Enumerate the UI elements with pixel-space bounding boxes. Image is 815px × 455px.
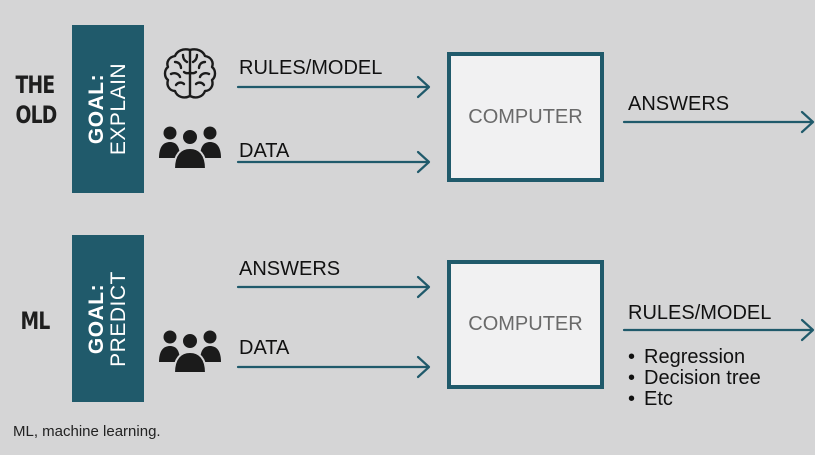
goal-value-explain: EXPLAIN <box>107 62 130 156</box>
brain-icon <box>163 48 217 99</box>
old-answers-arrow <box>622 110 815 134</box>
ml-rules-arrow <box>622 318 815 342</box>
people-icon <box>159 126 221 170</box>
goal-box-explain: GOAL: EXPLAIN <box>72 25 144 193</box>
label-answers-input: ANSWERS <box>239 258 341 280</box>
figure-caption: ML, machine learning. <box>13 423 161 440</box>
goal-box-predict: GOAL: PREDICT <box>72 235 144 402</box>
model-examples-list: Regression Decision tree Etc <box>626 347 761 410</box>
list-item: Regression <box>626 347 761 368</box>
computer-box-old: COMPUTER <box>447 52 604 182</box>
goal-heading: GOAL: <box>85 73 108 145</box>
goal-value-predict: PREDICT <box>107 270 130 367</box>
row-label-old-line2: OLD <box>15 101 58 129</box>
ml-data-arrow <box>236 355 431 379</box>
old-data-arrow <box>236 150 431 174</box>
computer-box-ml: COMPUTER <box>447 260 604 389</box>
people-icon <box>159 330 221 374</box>
label-rules-model: RULES/MODEL <box>239 57 383 79</box>
label-data: DATA <box>239 337 290 359</box>
list-item: Decision tree <box>626 368 761 389</box>
goal-text-explain: GOAL: EXPLAIN <box>85 62 130 156</box>
computer-label: COMPUTER <box>468 105 583 128</box>
row-label-old-line1: THE <box>15 71 56 99</box>
list-item: Etc <box>626 389 761 410</box>
goal-heading: GOAL: <box>85 283 108 354</box>
label-data: DATA <box>239 140 290 162</box>
row-label-ml: ML <box>20 307 50 335</box>
ml-answers-arrow <box>236 275 431 299</box>
goal-text-predict: GOAL: PREDICT <box>85 270 130 367</box>
label-rules-model-output: RULES/MODEL <box>628 302 772 324</box>
computer-label: COMPUTER <box>468 313 583 335</box>
old-rules-arrow <box>236 75 431 99</box>
row-label-old: THE OLD <box>15 70 58 130</box>
label-answers-output: ANSWERS <box>628 93 730 115</box>
